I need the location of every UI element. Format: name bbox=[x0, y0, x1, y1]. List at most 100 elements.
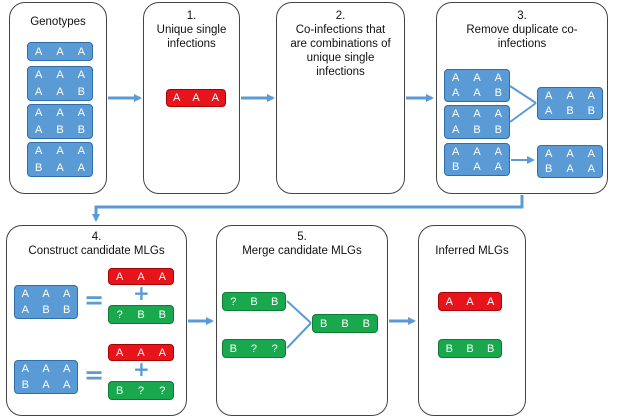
allele-cell: A bbox=[566, 147, 574, 160]
allele-cell: A bbox=[56, 145, 64, 158]
allele-cell: B bbox=[42, 304, 50, 316]
allele-cell: ? bbox=[250, 342, 258, 355]
allele-cell: A bbox=[115, 270, 124, 283]
allele-cell: A bbox=[172, 92, 181, 104]
allele-cell: B bbox=[319, 317, 328, 330]
allele-cell: A bbox=[494, 161, 502, 174]
allele-cell: A bbox=[494, 145, 502, 158]
allele-cell: A bbox=[77, 107, 85, 120]
allele-cell: A bbox=[137, 346, 145, 359]
allele-cell: A bbox=[62, 288, 71, 300]
allele-cell: A bbox=[56, 85, 64, 98]
allele-cell: A bbox=[137, 270, 145, 283]
equals-symbol: = bbox=[84, 361, 105, 389]
allele-cell: ? bbox=[271, 342, 278, 355]
allele-cell: B bbox=[494, 87, 502, 100]
plus-symbol: + bbox=[133, 357, 150, 381]
allele-cell: A bbox=[211, 92, 219, 104]
allele-cell: A bbox=[62, 379, 71, 391]
allele-cell: B bbox=[21, 379, 29, 391]
allele-cell: A bbox=[473, 87, 481, 100]
allele-cell: A bbox=[34, 123, 43, 136]
allele-cell: B bbox=[473, 124, 481, 136]
allele-cell: B bbox=[270, 295, 279, 308]
allele-cell: B bbox=[62, 304, 71, 316]
allele-cell: A bbox=[494, 108, 502, 120]
allele-cell: A bbox=[77, 145, 85, 158]
panel-title: Inferred MLGs bbox=[435, 245, 509, 257]
allele-cell: B bbox=[362, 317, 370, 330]
allele-cell: A bbox=[473, 161, 481, 174]
allele-cell: A bbox=[56, 69, 64, 82]
allele-cell: A bbox=[62, 363, 71, 375]
allele-cell: A bbox=[42, 288, 50, 300]
allele-cell: A bbox=[34, 107, 43, 120]
allele-cell: B bbox=[56, 123, 64, 136]
allele-cell: A bbox=[473, 145, 481, 158]
flow-arrow bbox=[92, 195, 524, 222]
allele-cell: A bbox=[192, 92, 200, 104]
allele-cell: A bbox=[451, 108, 460, 120]
allele-cell: A bbox=[158, 270, 166, 283]
allele-cell: A bbox=[494, 71, 502, 84]
candidate-chip-green: B?? bbox=[108, 381, 174, 400]
allele-cell: A bbox=[77, 69, 85, 82]
merge-line bbox=[509, 102, 537, 123]
allele-cell: B bbox=[494, 124, 502, 136]
allele-cell: A bbox=[587, 89, 595, 102]
allele-cell: A bbox=[566, 163, 574, 176]
candidate-chip-green: B?? bbox=[222, 339, 286, 358]
allele-cell: A bbox=[544, 147, 553, 160]
allele-cell: A bbox=[34, 69, 43, 82]
allele-cell: A bbox=[34, 145, 43, 158]
panel-title: Genotypes bbox=[30, 16, 86, 28]
allele-cell: A bbox=[42, 363, 50, 375]
allele-cell: B bbox=[250, 295, 258, 308]
allele-cell: A bbox=[21, 304, 29, 316]
allele-cell: A bbox=[34, 45, 43, 58]
allele-cell: A bbox=[544, 89, 553, 102]
plus-symbol: + bbox=[133, 281, 150, 305]
allele-cell: A bbox=[56, 107, 64, 120]
allele-cell: A bbox=[451, 145, 460, 158]
allele-cell: A bbox=[486, 295, 495, 308]
allele-cell: A bbox=[544, 105, 553, 118]
allele-cell: ? bbox=[159, 384, 166, 397]
allele-cell: A bbox=[42, 379, 50, 391]
panel-title: 3. Remove duplicate co- infections bbox=[466, 10, 578, 50]
merge-line bbox=[286, 300, 312, 324]
allele-cell: B bbox=[77, 123, 85, 136]
panel-title: 1. Unique single infections bbox=[156, 10, 227, 50]
allele-cell: A bbox=[451, 124, 460, 136]
allele-cell: B bbox=[34, 161, 43, 174]
panel-title: 2. Co-infections that are combinations o… bbox=[290, 10, 391, 78]
allele-cell: A bbox=[566, 89, 574, 102]
allele-cell: A bbox=[77, 161, 85, 174]
allele-cell: A bbox=[587, 147, 595, 160]
allele-cell: B bbox=[451, 161, 460, 174]
allele-cell: A bbox=[77, 45, 85, 58]
allele-cell: B bbox=[137, 308, 145, 321]
allele-cell: A bbox=[587, 163, 595, 176]
allele-cell: B bbox=[587, 105, 595, 118]
allele-cell: B bbox=[466, 342, 474, 355]
equals-symbol: = bbox=[84, 286, 105, 314]
allele-cell: B bbox=[158, 308, 166, 321]
